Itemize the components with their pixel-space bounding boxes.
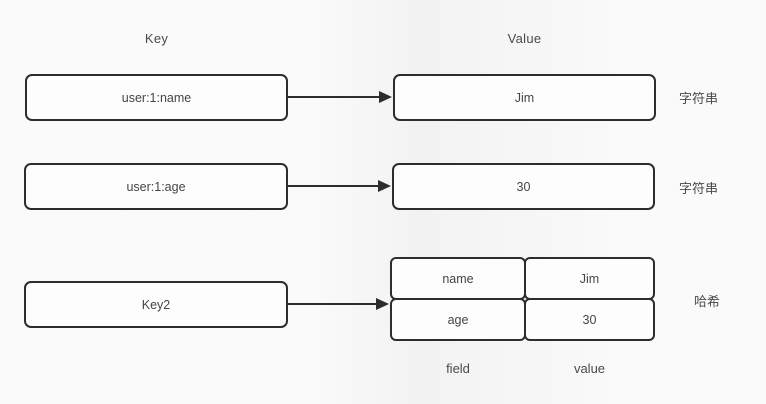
key-box-row3-label: Key2 bbox=[141, 297, 171, 312]
value-box-row2-label: 30 bbox=[516, 179, 531, 194]
arrow-right-icon-row3 bbox=[288, 298, 389, 310]
hash-cell-label: name bbox=[442, 271, 474, 286]
key-column-header: Key bbox=[144, 31, 169, 46]
arrow-right-icon-row1 bbox=[288, 91, 392, 103]
arrowhead-icon bbox=[378, 180, 391, 192]
type-label-row2: 字符串 bbox=[679, 181, 719, 196]
type-label-row3: 哈希 bbox=[694, 294, 721, 309]
value-column-header: Value bbox=[507, 31, 542, 46]
value-box-row1-label: Jim bbox=[514, 90, 535, 105]
arrow-right-icon-row2 bbox=[288, 180, 391, 192]
arrowhead-icon bbox=[379, 91, 392, 103]
hash-cell-label: 30 bbox=[582, 312, 597, 327]
hash-cell-field-name: name bbox=[390, 257, 526, 300]
type-label-row1: 字符串 bbox=[679, 91, 719, 106]
arrowhead-icon bbox=[376, 298, 389, 310]
hash-footer-field-label: field bbox=[446, 361, 470, 376]
hash-cell-label: Jim bbox=[579, 271, 600, 286]
key-box-row1: user:1:name bbox=[25, 74, 288, 121]
hash-cell-label: age bbox=[447, 312, 469, 327]
value-box-row1: Jim bbox=[393, 74, 656, 121]
key-box-row2: user:1:age bbox=[24, 163, 288, 210]
key-box-row1-label: user:1:name bbox=[121, 90, 192, 105]
key-box-row3: Key2 bbox=[24, 281, 288, 328]
key-box-row2-label: user:1:age bbox=[126, 179, 186, 194]
value-box-row2: 30 bbox=[392, 163, 655, 210]
hash-footer-value-label: value bbox=[573, 361, 606, 376]
hash-cell-value-jim: Jim bbox=[524, 257, 655, 300]
hash-cell-field-age: age bbox=[390, 298, 526, 341]
hash-cell-value-30: 30 bbox=[524, 298, 655, 341]
